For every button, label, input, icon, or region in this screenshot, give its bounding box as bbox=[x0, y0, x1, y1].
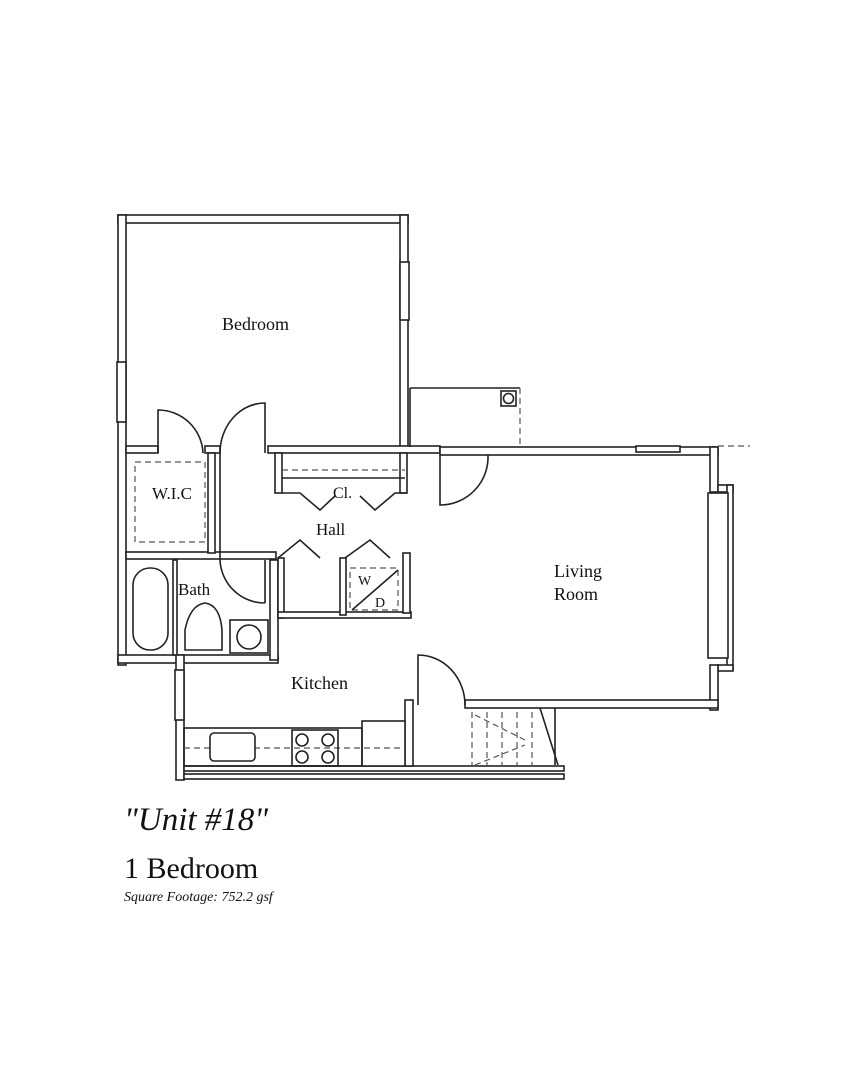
square-footage: Square Footage: 752.2 gsf bbox=[124, 890, 273, 905]
room-label-kitchen: Kitchen bbox=[291, 673, 348, 693]
room-label-living: Living bbox=[554, 561, 602, 581]
room-label-closet: Cl. bbox=[333, 485, 352, 502]
label-washer: W bbox=[358, 574, 372, 589]
room-label-bath: Bath bbox=[178, 580, 211, 599]
stairs bbox=[471, 707, 559, 766]
unit-title: "Unit #18" bbox=[124, 802, 269, 838]
room-label-bedroom: Bedroom bbox=[222, 314, 289, 334]
unit-type: 1 Bedroom bbox=[124, 852, 259, 885]
label-dryer: D bbox=[375, 596, 385, 611]
room-label-wic: W.I.C bbox=[152, 484, 192, 503]
doors bbox=[157, 402, 489, 706]
room-label-living-room: Room bbox=[554, 584, 598, 604]
walls bbox=[116, 214, 750, 781]
room-label-hall: Hall bbox=[316, 520, 346, 539]
